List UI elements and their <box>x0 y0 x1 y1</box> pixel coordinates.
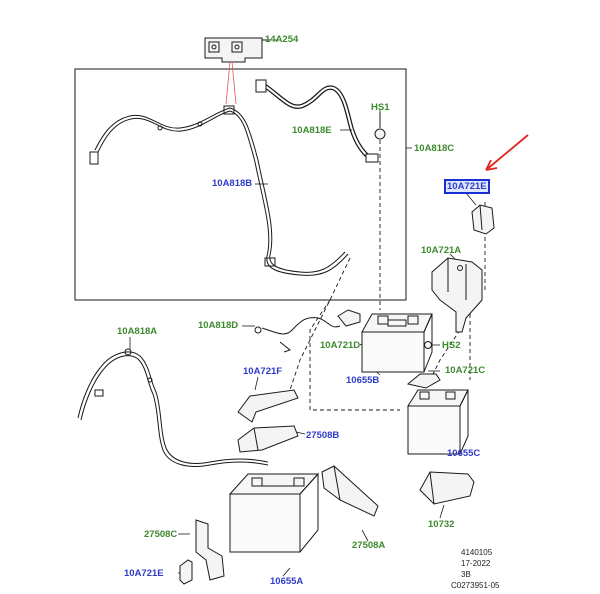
part-label-10655b: 10655B <box>346 375 380 386</box>
battery-10655b <box>361 313 433 373</box>
part-label-10a818e: 10A818E <box>292 125 332 136</box>
part-label-14a254: 14A254 <box>265 34 299 45</box>
pad-27508b <box>237 425 299 453</box>
part-label-10a818c: 10A818C <box>414 143 455 154</box>
part-label-10a818d: 10A818D <box>198 320 239 331</box>
part-label-10a818b: 10A818B <box>212 178 253 189</box>
cover-27508a <box>321 465 379 517</box>
part-label-10a721e-selected[interactable]: 10A721E <box>444 179 490 194</box>
clip-10a721c <box>406 373 441 389</box>
clamp-10a721e <box>471 204 495 235</box>
part-label-hs1: HS1 <box>371 102 390 113</box>
harness-detail-box <box>74 68 407 301</box>
part-label-10a818a: 10A818A <box>117 326 158 337</box>
bracket-27508c <box>195 519 225 581</box>
part-label-10a721f: 10A721F <box>243 366 283 377</box>
stud-hs1 <box>374 112 386 140</box>
part-label-10732: 10732 <box>428 519 455 530</box>
cable-10a818d <box>254 317 341 353</box>
cable-10a818e <box>255 79 379 163</box>
battery-10655c <box>407 389 469 455</box>
footer-ref-line2: 17-2022 <box>461 559 491 568</box>
part-label-10a721e: 10A721E <box>124 568 164 579</box>
part-label-10a721d: 10A721D <box>320 340 361 351</box>
part-label-27508a: 27508A <box>352 540 386 551</box>
bracket-14a254 <box>204 37 280 63</box>
cable-10a818b <box>89 105 349 276</box>
part-label-27508b: 27508B <box>306 430 340 441</box>
clip-10a721e-bottom <box>179 559 193 585</box>
footer-ref-line3: 3B <box>461 570 471 579</box>
part-label-27508c: 27508C <box>144 529 178 540</box>
battery-10655a <box>228 472 320 553</box>
part-label-10a721a: 10A721A <box>421 245 462 256</box>
bracket-10a721a <box>431 257 483 333</box>
pointer-arrow <box>485 134 529 171</box>
clamp-10a721d <box>337 309 361 327</box>
part-label-10655a: 10655A <box>270 576 304 587</box>
cable-10a818a <box>77 348 269 467</box>
tray-10732 <box>419 471 475 505</box>
footer-ref-line1: 4140105 <box>461 548 493 557</box>
part-label-hs2: HS2 <box>442 340 461 351</box>
stud-hs2 <box>424 341 432 349</box>
part-label-10a721c: 10A721C <box>445 365 486 376</box>
footer-ref-line4: C0273951-05 <box>451 581 500 590</box>
bracket-10a721f <box>237 389 299 423</box>
part-label-10655c: 10655C <box>447 448 481 459</box>
